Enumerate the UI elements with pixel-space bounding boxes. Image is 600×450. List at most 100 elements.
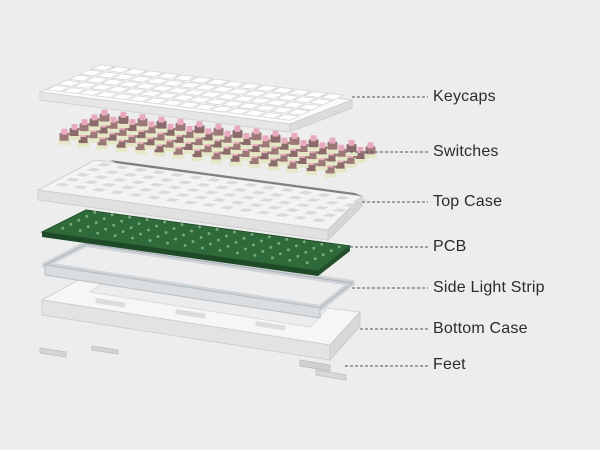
top-case-hole (120, 185, 135, 190)
switch (364, 142, 377, 159)
pcb-hole (131, 236, 135, 240)
keycap (171, 94, 197, 102)
top-case-hole (238, 208, 253, 212)
keycap (274, 114, 301, 121)
pcb-hole (96, 231, 100, 235)
keycap (308, 98, 334, 106)
keycap (209, 86, 236, 93)
keycap (139, 70, 165, 78)
pcb-hole (312, 246, 316, 250)
keycap (188, 76, 214, 84)
keycap (121, 88, 148, 95)
pcb-hole (226, 245, 230, 248)
top-case-hole (75, 172, 91, 177)
pcb-hole (233, 230, 236, 234)
top-case-hole (185, 188, 201, 192)
top-case-hole (83, 180, 99, 185)
keycap (95, 71, 121, 79)
keycap (319, 93, 345, 100)
pcb-hole (217, 238, 220, 242)
pcb-hole (302, 240, 306, 244)
pcb-hole (174, 237, 177, 241)
keycap (275, 94, 301, 101)
pcb-hole (145, 218, 149, 222)
switch (145, 121, 158, 138)
pcb-hole (77, 218, 81, 222)
top-case-hole (110, 190, 125, 195)
pcb-hole (250, 233, 254, 236)
keycap (237, 82, 263, 90)
top-case-hole (94, 175, 109, 180)
top-case-hole (193, 195, 209, 200)
switch (240, 133, 253, 150)
pcb-hole (253, 253, 257, 257)
top-case-hole (298, 190, 313, 195)
keycap (226, 88, 252, 95)
pcb-hole (137, 222, 141, 226)
top-case-hole (201, 203, 217, 207)
keycap (264, 99, 290, 107)
top-case-hole (293, 215, 308, 220)
keycap (165, 87, 192, 94)
keycap (110, 93, 137, 101)
pcb-hole (236, 251, 239, 255)
top-case-hole (196, 183, 211, 187)
pcb-hole (147, 228, 151, 232)
keycap (176, 101, 202, 109)
top-case-hole (165, 198, 180, 202)
pcb-hole (225, 234, 228, 238)
keycaps-layer (38, 64, 353, 133)
switches-layer (58, 109, 377, 178)
keycap (94, 91, 120, 98)
top-case-hole (220, 205, 235, 210)
top-case-hole (130, 180, 146, 185)
pcb-hole (128, 215, 132, 219)
pcb-hole (244, 247, 247, 251)
keycap (236, 102, 263, 110)
pcb-hole (278, 252, 282, 256)
keycap (45, 85, 71, 92)
pcb-hole (94, 221, 98, 225)
top-case-hole (248, 203, 264, 207)
top-case-hole (343, 203, 358, 208)
switch (164, 123, 177, 140)
keycap (143, 97, 169, 105)
keycap (106, 66, 132, 74)
keycap (127, 95, 153, 103)
pcb-hole (320, 242, 324, 246)
top-case-hole (73, 185, 88, 190)
top-case-hole (256, 210, 272, 215)
pcb-hole (182, 233, 185, 237)
pcb-hole (329, 249, 333, 253)
label-feet: Feet (433, 356, 466, 373)
switch (345, 139, 358, 156)
switch (58, 128, 71, 145)
top-case-hole (280, 188, 295, 192)
pcb-hole (93, 210, 97, 214)
pcb-hole (120, 219, 124, 223)
pcb-hole (215, 228, 219, 231)
switch (335, 144, 348, 161)
top-case-hole (259, 198, 274, 202)
pcb-hole (86, 225, 90, 229)
switch (174, 118, 187, 135)
pcb-hole (191, 240, 195, 243)
keycap (285, 108, 312, 116)
switch (250, 128, 263, 145)
top-case-hole (243, 183, 258, 187)
switch (68, 123, 81, 140)
keycap (144, 77, 170, 85)
switch (98, 109, 111, 126)
top-case-hole (230, 200, 245, 205)
top-case-hole (335, 195, 350, 200)
top-case-hole (261, 185, 277, 190)
keycap (187, 96, 213, 104)
pcb-hole (337, 245, 341, 249)
pcb-hole (296, 254, 300, 258)
pcb-hole (234, 241, 238, 244)
keycap (122, 68, 149, 76)
switch (269, 130, 282, 147)
top-case-hole (295, 203, 311, 208)
top-case-hole (267, 205, 282, 210)
switch (259, 135, 272, 152)
